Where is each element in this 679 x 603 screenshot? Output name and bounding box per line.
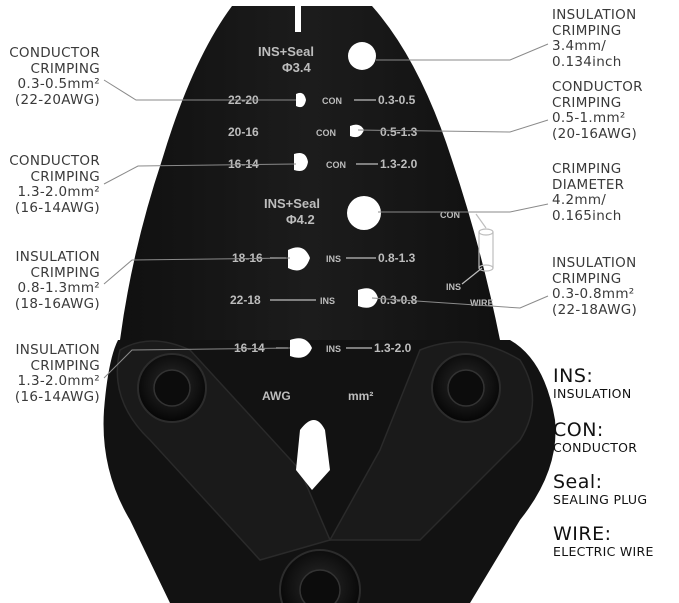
callout-right-2-line4: (20-16AWG) — [552, 125, 638, 142]
callout-left-2: CONDUCTOR CRIMPING 1.3-2.0mm² (16-14AWG) — [2, 153, 100, 216]
legend-con: CON: CONDUCTOR — [553, 420, 637, 455]
callout-left-4-line4: (16-14AWG) — [14, 388, 100, 405]
die-row6-mm: 1.3-2.0 — [374, 341, 412, 355]
callout-right-4-line4: (22-18AWG) — [552, 301, 638, 318]
callout-left-1: CONDUCTOR CRIMPING 0.3-0.5mm² (22-20AWG) — [2, 45, 100, 108]
die-notch-row4 — [288, 247, 310, 271]
die-markings: INS+Seal Φ3.4 INS+Seal Φ4.2 22-20 CON 0.… — [228, 44, 494, 403]
callout-right-2-line1: CONDUCTOR — [552, 79, 643, 95]
callout-right-3-line3: 4.2mm/ — [552, 192, 607, 208]
legend-ins: INS: INSULATION — [553, 366, 631, 401]
legend-wire: WIRE: ELECTRIC WIRE — [553, 524, 654, 559]
legend-wire-key: WIRE: — [553, 523, 612, 545]
die-label-ins-seal-b-size: Φ4.2 — [286, 212, 315, 227]
legend-seal-meaning: SEALING PLUG — [553, 492, 648, 507]
die-row6-awg: 16-14 — [234, 341, 265, 355]
die-diagram-ins: INS — [446, 282, 461, 292]
callout-right-3-line2: DIAMETER — [552, 176, 625, 193]
callout-left-3-line1: INSULATION — [15, 249, 100, 265]
die-row5-type: INS — [320, 296, 335, 306]
die-row3-type: CON — [326, 160, 346, 170]
die-hole-4-2 — [347, 196, 381, 230]
die-row3-awg: 16-14 — [228, 157, 259, 171]
die-row6-type: INS — [326, 344, 341, 354]
die-diagram-wire: WIRE — [470, 298, 494, 308]
callout-left-3-line4: (18-16AWG) — [14, 295, 100, 312]
legend-con-key: CON: — [553, 419, 604, 441]
die-row4-awg: 18-16 — [232, 251, 263, 265]
die-notch-row1 — [296, 92, 306, 108]
die-diagram-con: CON — [440, 210, 460, 220]
callout-left-2-line2: CRIMPING — [30, 168, 100, 185]
crimper-jaw — [120, 6, 500, 340]
jaw-slit — [295, 6, 301, 32]
callout-left-3-line3: 0.8-1.3mm² — [17, 280, 100, 296]
die-label-ins-seal-a: INS+Seal — [258, 44, 314, 59]
legend-seal: Seal: SEALING PLUG — [553, 472, 647, 507]
die-row2-awg: 20-16 — [228, 125, 259, 139]
callout-left-3: INSULATION CRIMPING 0.8-1.3mm² (18-16AWG… — [2, 249, 100, 312]
callout-left-1-line1: CONDUCTOR — [9, 45, 100, 61]
callout-left-1-line2: CRIMPING — [30, 60, 100, 77]
die-footer-mm: mm² — [348, 389, 373, 403]
callout-right-1-line3: 3.4mm/ — [552, 38, 607, 54]
die-row1-type: CON — [322, 96, 342, 106]
callout-right-2-line3: 0.5-1.mm² — [552, 110, 626, 126]
callout-right-1-line1: INSULATION — [552, 7, 637, 23]
die-row3-mm: 1.3-2.0 — [380, 157, 418, 171]
die-label-ins-seal-b: INS+Seal — [264, 196, 320, 211]
legend-con-meaning: CONDUCTOR — [553, 440, 638, 455]
legend-ins-meaning: INSULATION — [553, 386, 632, 401]
pivot-bolt-right — [431, 353, 501, 423]
jaw-opening — [296, 420, 330, 490]
callout-right-3-line4: 0.165inch — [552, 207, 622, 224]
legend-wire-meaning: ELECTRIC WIRE — [553, 544, 654, 559]
callout-right-4-line3: 0.3-0.8mm² — [552, 286, 635, 302]
die-row5-awg: 22-18 — [230, 293, 261, 307]
callout-leader-lines — [103, 43, 549, 379]
legend-ins-key: INS: — [553, 365, 594, 387]
callout-left-1-line3: 0.3-0.5mm² — [17, 76, 100, 92]
callout-left-4-line3: 1.3-2.0mm² — [17, 373, 100, 389]
die-row4-type: INS — [326, 254, 341, 264]
callout-left-4-line1: INSULATION — [15, 342, 100, 358]
callout-right-1-line2: CRIMPING — [552, 22, 622, 39]
die-row2-mm: 0.5-1.3 — [380, 125, 418, 139]
die-footer-awg: AWG — [262, 389, 291, 403]
callout-left-3-line2: CRIMPING — [30, 264, 100, 281]
callout-left-2-line3: 1.3-2.0mm² — [17, 184, 100, 200]
die-row4-mm: 0.8-1.3 — [378, 251, 416, 265]
die-notch-row5 — [358, 288, 378, 308]
callout-right-1-line4: 0.134inch — [552, 53, 622, 70]
callout-left-2-line4: (16-14AWG) — [14, 199, 100, 216]
callout-left-2-line1: CONDUCTOR — [9, 153, 100, 169]
callout-left-1-line4: (22-20AWG) — [14, 91, 100, 108]
die-hole-3-4 — [348, 42, 376, 70]
callout-left-4: INSULATION CRIMPING 1.3-2.0mm² (16-14AWG… — [2, 342, 100, 405]
callout-right-2-line2: CRIMPING — [552, 94, 622, 111]
callout-left-4-line2: CRIMPING — [30, 357, 100, 374]
die-row1-mm: 0.3-0.5 — [378, 93, 416, 107]
wire-diagram-icon — [461, 213, 494, 285]
callout-right-3-line1: CRIMPING — [552, 161, 622, 177]
die-row2-type: CON — [316, 128, 336, 138]
callout-right-4-line2: CRIMPING — [552, 270, 622, 287]
die-label-ins-seal-a-size: Φ3.4 — [282, 60, 312, 75]
pivot-bolt-bottom — [279, 549, 361, 603]
pivot-bolt-left — [137, 353, 207, 423]
die-notch-row2 — [350, 124, 364, 138]
callout-right-2: CONDUCTOR CRIMPING 0.5-1.mm² (20-16AWG) — [552, 79, 676, 142]
callout-right-4: INSULATION CRIMPING 0.3-0.8mm² (22-18AWG… — [552, 255, 676, 318]
callout-right-3: CRIMPING DIAMETER 4.2mm/ 0.165inch — [552, 161, 676, 224]
legend-seal-key: Seal: — [553, 471, 603, 493]
die-notch-row3 — [294, 153, 308, 171]
die-notch-row6 — [290, 338, 312, 358]
callout-right-4-line1: INSULATION — [552, 255, 637, 271]
callout-right-1: INSULATION CRIMPING 3.4mm/ 0.134inch — [552, 7, 676, 70]
